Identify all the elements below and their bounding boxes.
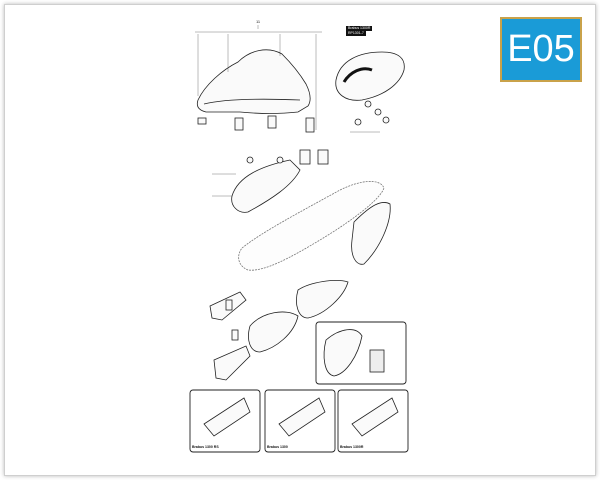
left-side-panel xyxy=(231,159,301,213)
section-badge: E05 xyxy=(500,17,582,82)
seat-note-line2: RP1301-7 xyxy=(346,31,366,36)
variant-label-3: Brabus 1300R xyxy=(340,445,364,449)
callout-top: 11 xyxy=(256,19,261,24)
seat-note-line1: Brabus 1300R xyxy=(346,26,373,31)
rider-seat xyxy=(196,49,311,114)
rear-subframe xyxy=(238,181,385,271)
reflector-bracket xyxy=(213,345,251,381)
right-side-panel xyxy=(351,202,391,265)
rear-mudguard xyxy=(248,311,299,353)
seat-latch xyxy=(197,117,207,125)
seat-bracket-left xyxy=(234,117,244,131)
seat-cowl xyxy=(335,51,405,101)
variant-label-1: Brabus 1300 RS xyxy=(192,445,219,449)
section-code: E05 xyxy=(507,28,575,70)
tail-light xyxy=(296,280,349,319)
seat-hook xyxy=(305,117,315,133)
seat-bracket-right xyxy=(267,115,277,129)
variant-label-2: Brabus 1300 xyxy=(267,445,288,449)
